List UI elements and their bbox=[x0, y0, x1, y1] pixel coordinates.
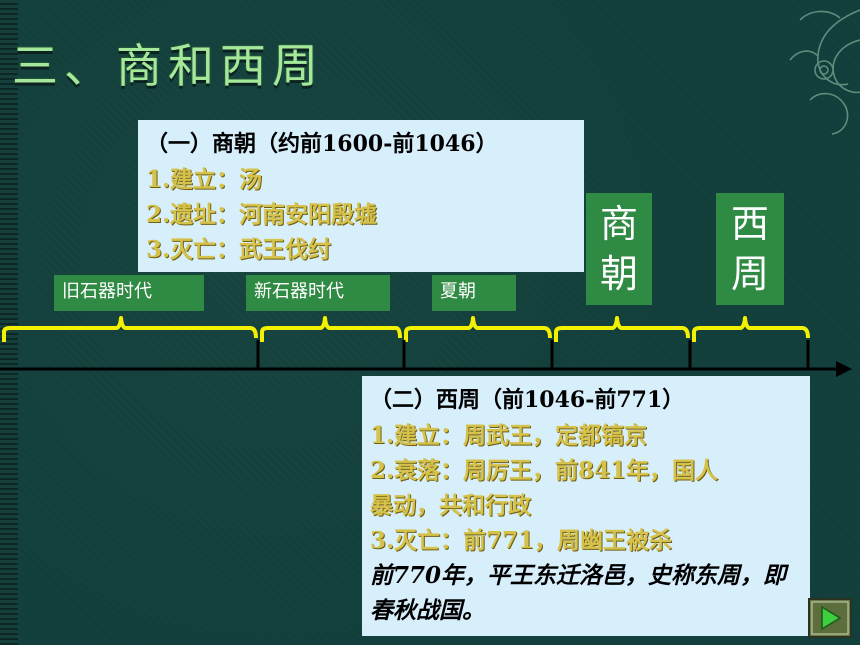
left-border-strip bbox=[0, 0, 18, 645]
zhou-item-decline-cont: 暴动，共和行政 bbox=[370, 492, 531, 519]
timeline-braces bbox=[2, 316, 810, 342]
label-neolithic: 新石器时代 bbox=[246, 275, 390, 311]
shang-heading: （一）商朝（约前1600-前1046） bbox=[146, 131, 498, 157]
zhou-heading: （二）西周（前1046-前771） bbox=[370, 387, 685, 413]
shang-item-fall: 3.灭亡：武王伐纣 bbox=[146, 236, 332, 263]
zhou-item-decline: 2.衰落：周厉王，前841年，国人 bbox=[370, 457, 719, 484]
label-shang-char-1: 商 bbox=[599, 202, 638, 246]
timeline-arrow-icon bbox=[836, 361, 852, 377]
shang-item-ruins: 2.遗址：河南安阳殷墟 bbox=[146, 201, 378, 228]
shang-dynasty-panel: （一）商朝（约前1600-前1046） 1.建立：汤 2.遗址：河南安阳殷墟 3… bbox=[138, 120, 584, 272]
play-next-icon bbox=[821, 605, 842, 631]
label-zhou-char-1: 西 bbox=[730, 202, 769, 246]
label-western-zhou: 西 周 bbox=[716, 193, 784, 305]
zhou-item-founding: 1.建立：周武王，定都镐京 bbox=[370, 422, 648, 449]
timeline-axis bbox=[0, 340, 836, 371]
label-shang-char-2: 朝 bbox=[599, 252, 638, 296]
zhou-item-fall: 3.灭亡：前771，周幽王被杀 bbox=[370, 527, 673, 554]
shang-item-founding: 1.建立：汤 bbox=[146, 166, 263, 193]
zhou-note: 前770年，平王东迁洛邑，史称东周，即春秋战国。 bbox=[370, 562, 787, 624]
label-shang: 商 朝 bbox=[586, 193, 652, 305]
label-paleolithic: 旧石器时代 bbox=[54, 275, 204, 311]
western-zhou-panel: （二）西周（前1046-前771） 1.建立：周武王，定都镐京 2.衰落：周厉王… bbox=[362, 376, 810, 636]
next-slide-button[interactable] bbox=[808, 598, 852, 638]
label-xia: 夏朝 bbox=[432, 275, 516, 311]
timeline bbox=[0, 316, 852, 377]
slide-title: 三、商和西周 bbox=[12, 39, 324, 93]
decorative-ornament-icon bbox=[789, 9, 860, 135]
label-zhou-char-2: 周 bbox=[730, 252, 769, 296]
